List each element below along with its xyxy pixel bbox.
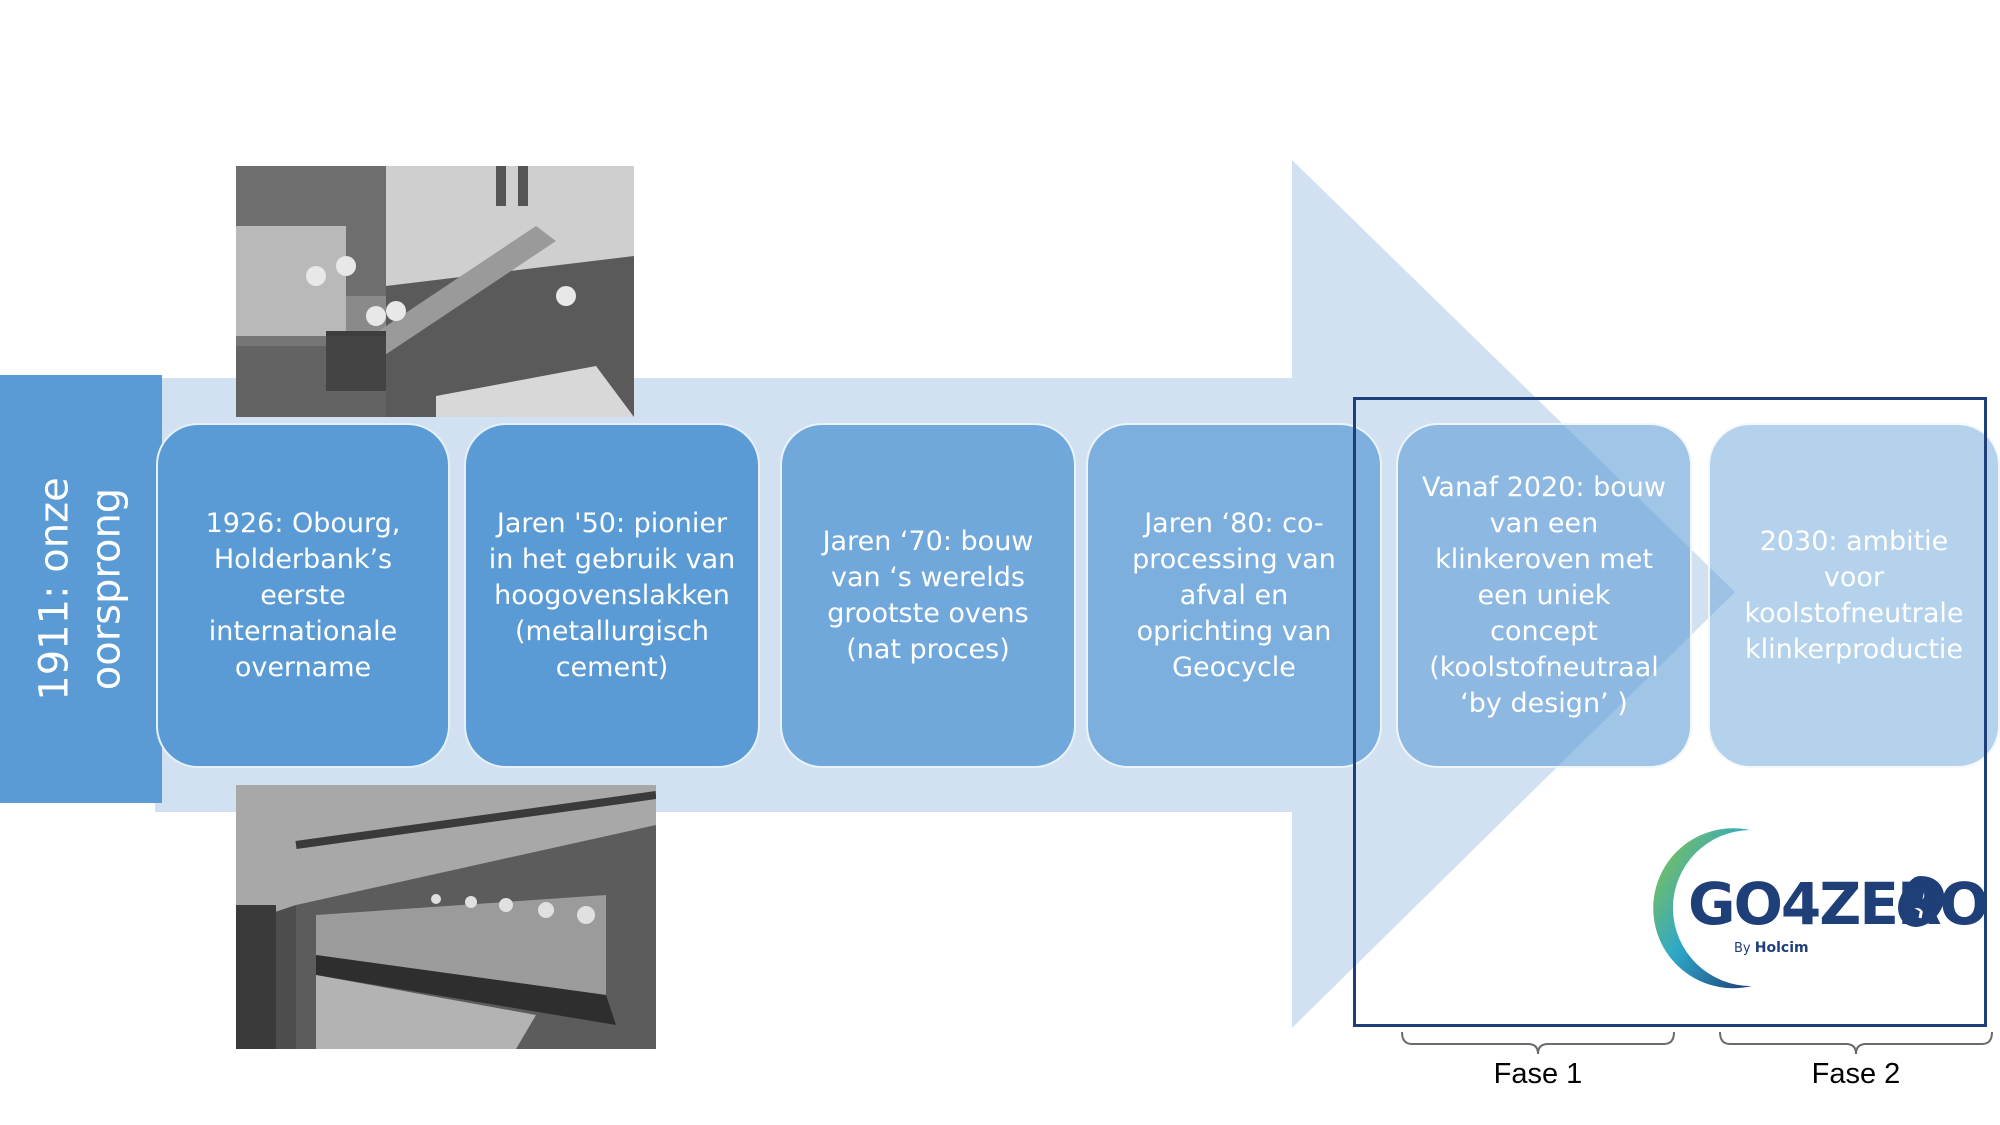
- phase-1-bracket: [1400, 1030, 1676, 1056]
- timeline-step-text: 1926: Obourg, Holderbank’s eerste intern…: [206, 506, 401, 686]
- logo-wordmark: GO4ZERO: [1688, 870, 1987, 938]
- timeline-step-1950s: Jaren '50: pionier in het gebruik van ho…: [464, 423, 760, 768]
- historic-workshop-photo: [236, 785, 656, 1049]
- origin-word: oorsprong: [81, 477, 133, 700]
- logo-brand: Holcim: [1755, 940, 1809, 956]
- timeline-step-text: Jaren '50: pionier in het gebruik van ho…: [489, 506, 736, 686]
- timeline-step-text: Jaren ‘80: co- processing van afval en o…: [1132, 506, 1336, 686]
- phase-1-label: Fase 1: [1400, 1058, 1676, 1091]
- logo-by-prefix: By: [1734, 941, 1751, 956]
- timeline-step-text: Jaren ‘70: bouw van ‘s werelds grootste …: [823, 524, 1034, 668]
- timeline-step-1926: 1926: Obourg, Holderbank’s eerste intern…: [156, 423, 450, 768]
- origin-label: 1911: onze oorsprong: [29, 477, 133, 700]
- timeline-step-1980s: Jaren ‘80: co- processing van afval en o…: [1086, 423, 1382, 768]
- origin-label-box: 1911: onze oorsprong: [0, 375, 162, 803]
- historic-barge-photo: [236, 166, 634, 417]
- logo-byline: By Holcim: [1734, 940, 1809, 956]
- origin-year: 1911: onze: [29, 477, 81, 700]
- phase-2-label: Fase 2: [1718, 1058, 1994, 1091]
- timeline-step-1970s: Jaren ‘70: bouw van ‘s werelds grootste …: [780, 423, 1076, 768]
- phase-2-bracket: [1718, 1030, 1994, 1056]
